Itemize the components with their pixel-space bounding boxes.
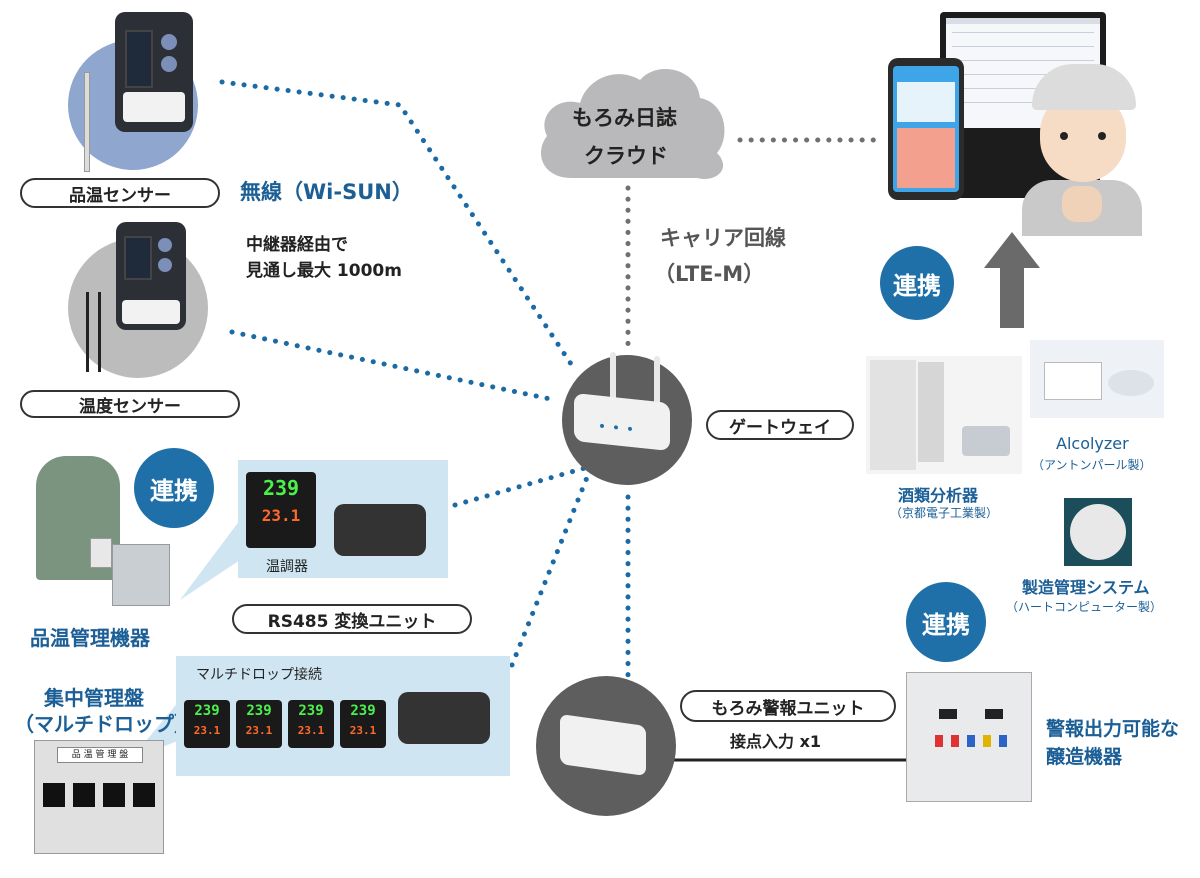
rs485-label: RS485 変換ユニット bbox=[232, 604, 472, 634]
link-badge-left: 連携 bbox=[134, 448, 214, 528]
temp-sensor-label: 温度センサー bbox=[20, 390, 240, 418]
sake-analyzer-name: 酒類分析器 bbox=[898, 486, 979, 505]
smartphone bbox=[888, 58, 964, 200]
multidrop-controller-2: 239 23.1 bbox=[236, 700, 282, 748]
wired-link-rs485 bbox=[452, 465, 588, 508]
multidrop-pv: 239 bbox=[246, 703, 272, 719]
multidrop-sv: 23.1 bbox=[297, 724, 325, 737]
mfg-system-logo bbox=[1064, 498, 1132, 566]
sake-analyzer-image bbox=[866, 356, 1022, 474]
gateway-device bbox=[574, 392, 670, 452]
link-badge-right: 連携 bbox=[906, 582, 986, 662]
temp-controller-device: 239 23.1 bbox=[246, 472, 316, 548]
multidrop-converter-device bbox=[398, 692, 490, 744]
gateway-label: ゲートウェイ bbox=[706, 410, 854, 440]
sensor-button bbox=[158, 238, 172, 252]
central-panel-label-1: 集中管理盤 bbox=[44, 686, 144, 710]
control-box-image bbox=[90, 538, 112, 568]
multidrop-sv: 23.1 bbox=[193, 724, 221, 737]
contact-input-label: 接点入力 x1 bbox=[730, 732, 822, 751]
mfg-system-maker: （ハートコンピューター製） bbox=[1006, 600, 1163, 614]
sensor-lcd bbox=[124, 236, 152, 280]
multidrop-controller-3: 239 23.1 bbox=[288, 700, 334, 748]
sensor-lcd bbox=[125, 30, 153, 88]
product-temp-mgmt-label: 品温管理機器 bbox=[30, 626, 150, 650]
alarm-device-label-1: 警報出力可能な bbox=[1046, 718, 1180, 740]
cloud-label-2: クラウド bbox=[584, 144, 668, 168]
panel-plate: 品 温 管 理 盤 bbox=[57, 747, 143, 763]
phone-screen bbox=[893, 66, 959, 192]
alarm-device-image bbox=[906, 672, 1032, 802]
wireless-label: 無線（Wi-SUN） bbox=[240, 180, 413, 204]
sensor-button bbox=[161, 56, 177, 72]
carrier-label-1: キャリア回線 bbox=[660, 226, 786, 250]
panel-controller bbox=[133, 783, 155, 807]
probe-cable bbox=[98, 292, 101, 372]
wireless-link-product-temp bbox=[219, 79, 578, 373]
cooler-unit-image bbox=[112, 544, 170, 606]
alcolyzer-name: Alcolyzer bbox=[1056, 434, 1129, 453]
product-temp-sensor-label: 品温センサー bbox=[20, 178, 220, 208]
multidrop-sv: 23.1 bbox=[349, 724, 377, 737]
upload-arrow bbox=[984, 232, 1040, 328]
cloud-shape bbox=[540, 68, 725, 179]
carrier-label-2: （LTE-M） bbox=[654, 262, 765, 286]
alarm-unit-label: もろみ警報ユニット bbox=[680, 690, 896, 722]
sensor-button bbox=[161, 34, 177, 50]
multidrop-caption: マルチドロップ接続 bbox=[196, 667, 322, 683]
sake-analyzer-maker: （京都電子工業製） bbox=[890, 506, 999, 520]
sensor-button bbox=[158, 258, 172, 272]
link-badge-top: 連携 bbox=[880, 246, 954, 320]
central-panel-label-2: （マルチドロップ） bbox=[14, 712, 194, 736]
multidrop-controller-1: 239 23.1 bbox=[184, 700, 230, 748]
sensor-base bbox=[123, 92, 185, 122]
alcolyzer-image bbox=[1030, 340, 1164, 418]
wired-link-multidrop bbox=[509, 467, 593, 668]
probe bbox=[84, 72, 90, 172]
gateway-antenna bbox=[654, 356, 660, 404]
multidrop-pv: 239 bbox=[194, 703, 220, 719]
alarm-device-label-2: 醸造機器 bbox=[1046, 746, 1123, 768]
temp-controller-caption: 温調器 bbox=[266, 559, 308, 575]
relay-label-1: 中継器経由で bbox=[246, 235, 348, 255]
multidrop-pv: 239 bbox=[350, 703, 376, 719]
multidrop-pv: 239 bbox=[298, 703, 324, 719]
temp-controller-sv: 23.1 bbox=[261, 506, 301, 525]
wireless-link-temp bbox=[229, 329, 558, 403]
gateway-antenna bbox=[610, 352, 616, 402]
panel-controller bbox=[103, 783, 125, 807]
relay-label-2: 見通し最大 1000m bbox=[246, 261, 402, 281]
user-avatar bbox=[1022, 60, 1142, 236]
temp-controller-pv: 239 bbox=[262, 476, 300, 500]
temp-controller-callout bbox=[180, 520, 240, 600]
temp-sensor-device bbox=[116, 222, 186, 330]
probe-cable bbox=[86, 292, 89, 372]
panel-controller bbox=[73, 783, 95, 807]
sensor-base bbox=[122, 300, 180, 324]
multidrop-controller-4: 239 23.1 bbox=[340, 700, 386, 748]
alcolyzer-maker: （アントンパール製） bbox=[1032, 458, 1152, 472]
rs485-converter-device bbox=[334, 504, 426, 556]
cloud-label-1: もろみ日誌 bbox=[572, 106, 677, 130]
panel-controller bbox=[43, 783, 65, 807]
central-panel-image: 品 温 管 理 盤 bbox=[34, 740, 164, 854]
mfg-system-name: 製造管理システム bbox=[1022, 578, 1150, 597]
multidrop-sv: 23.1 bbox=[245, 724, 273, 737]
product-temp-sensor-device bbox=[115, 12, 193, 132]
